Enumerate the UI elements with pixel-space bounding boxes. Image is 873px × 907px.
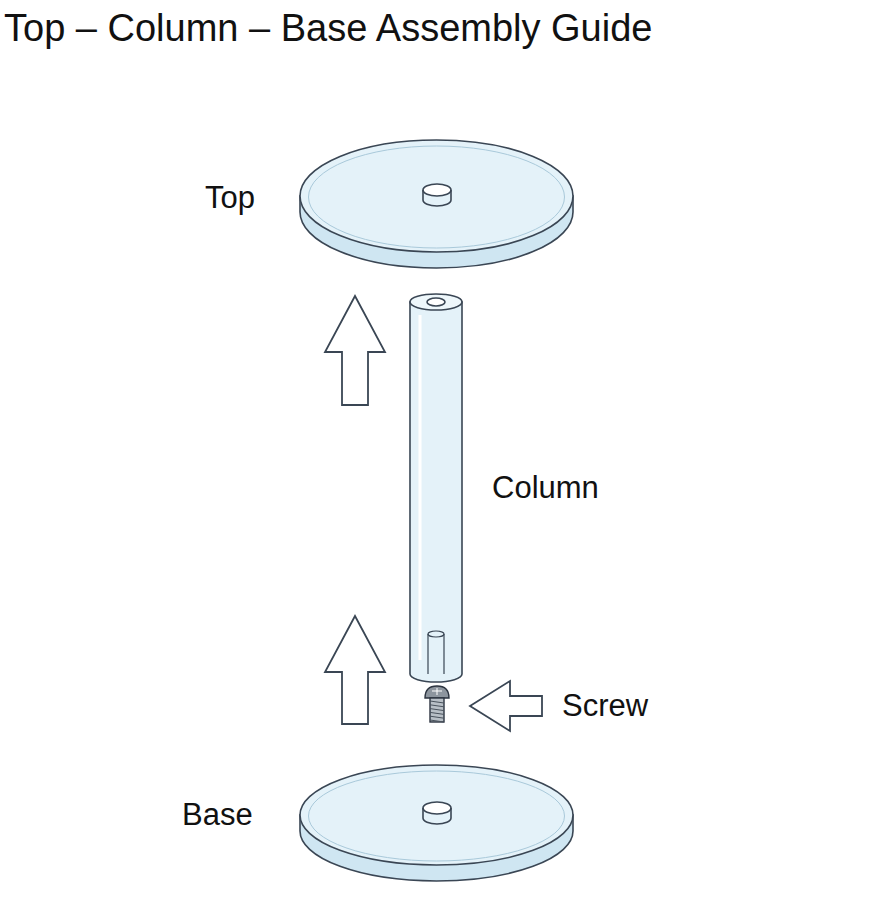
illustration-part bbox=[423, 802, 451, 814]
illustration-part bbox=[300, 765, 573, 865]
illustration-part bbox=[325, 296, 385, 405]
screw-thread bbox=[430, 712, 444, 714]
illustration-part bbox=[419, 315, 422, 660]
title: Top – Column – Base Assembly Guide bbox=[4, 8, 652, 50]
illustration-part bbox=[428, 631, 444, 637]
screw-thread bbox=[430, 701, 444, 703]
part-label: Base bbox=[182, 798, 253, 832]
column bbox=[410, 294, 462, 682]
part-label: Top bbox=[205, 181, 255, 215]
base-disc bbox=[300, 765, 573, 881]
illustration-part bbox=[430, 698, 444, 722]
illustration-part bbox=[423, 808, 451, 824]
part-label: Screw bbox=[562, 689, 648, 723]
illustration-part bbox=[428, 634, 444, 674]
illustration-part bbox=[427, 298, 445, 306]
illustration-part bbox=[309, 146, 565, 248]
screw-thread bbox=[430, 716, 444, 718]
direction-arrows bbox=[325, 296, 542, 731]
illustration-part bbox=[423, 184, 451, 196]
top-disc bbox=[300, 140, 573, 268]
screw-thread bbox=[430, 709, 444, 711]
illustration-part bbox=[423, 190, 451, 206]
illustration-part bbox=[325, 616, 385, 724]
illustration-part bbox=[309, 771, 565, 861]
illustration-part bbox=[432, 688, 442, 695]
illustration-part bbox=[300, 140, 573, 252]
illustration-part bbox=[410, 302, 462, 682]
screw-thread bbox=[430, 705, 444, 707]
illustration-part bbox=[425, 686, 449, 698]
illustration-part bbox=[410, 294, 462, 310]
screw-thread bbox=[430, 720, 444, 722]
screw bbox=[425, 686, 449, 722]
illustration-part bbox=[470, 681, 542, 731]
illustration-part bbox=[430, 701, 444, 722]
part-label: Column bbox=[492, 471, 599, 505]
